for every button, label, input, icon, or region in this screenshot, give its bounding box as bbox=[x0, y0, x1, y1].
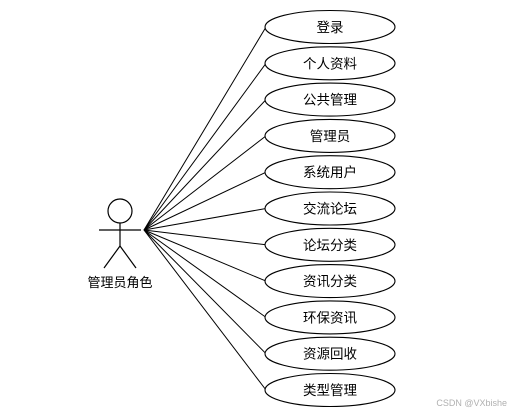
use-case-label: 公共管理 bbox=[303, 93, 357, 109]
use-case: 公共管理 bbox=[264, 82, 396, 117]
use-case: 资源回收 bbox=[264, 336, 396, 371]
association-line bbox=[143, 229, 267, 391]
association-line bbox=[143, 229, 267, 282]
use-case: 交流论坛 bbox=[264, 191, 396, 226]
use-case: 管理员 bbox=[264, 118, 396, 153]
association-line bbox=[143, 99, 267, 231]
use-case: 个人资料 bbox=[264, 46, 396, 81]
association-line bbox=[143, 63, 267, 231]
actor-label: 管理员角色 bbox=[87, 276, 153, 291]
use-case: 环保资讯 bbox=[264, 300, 396, 335]
association-line bbox=[143, 26, 267, 231]
use-case-label: 资源回收 bbox=[303, 347, 357, 363]
association-line bbox=[143, 229, 267, 355]
use-case-ellipse bbox=[264, 118, 396, 153]
association-line bbox=[143, 135, 267, 231]
association-line bbox=[143, 229, 267, 246]
use-case-ellipse bbox=[264, 300, 396, 335]
association-line bbox=[143, 171, 267, 231]
use-case: 系统用户 bbox=[264, 155, 396, 190]
use-case-label: 个人资料 bbox=[303, 56, 357, 72]
actor-right-leg bbox=[119, 245, 137, 269]
use-case: 论坛分类 bbox=[264, 227, 396, 262]
actor-stick-figure bbox=[99, 198, 141, 269]
association-line bbox=[143, 208, 267, 231]
use-case-label: 管理员 bbox=[310, 129, 351, 145]
actor-head bbox=[107, 198, 133, 224]
use-case-list: 登录个人资料公共管理管理员系统用户交流论坛论坛分类资讯分类环保资讯资源回收类型管… bbox=[264, 9, 396, 408]
use-case-label: 系统用户 bbox=[303, 164, 357, 181]
use-case-label: 资讯分类 bbox=[303, 274, 357, 290]
association-line bbox=[143, 229, 267, 318]
use-case-label: 交流论坛 bbox=[303, 201, 357, 218]
actor-left-leg bbox=[103, 245, 121, 269]
use-case-ellipse bbox=[264, 191, 396, 226]
use-case-label: 环保资讯 bbox=[303, 310, 357, 326]
use-case-ellipse bbox=[264, 264, 396, 299]
use-case-ellipse bbox=[264, 155, 396, 190]
use-case-ellipse bbox=[264, 336, 396, 371]
use-case: 登录 bbox=[264, 9, 396, 45]
use-case-label: 论坛分类 bbox=[303, 238, 357, 254]
use-case: 类型管理 bbox=[264, 372, 396, 408]
association-lines bbox=[143, 26, 267, 391]
watermark-text: CSDN @VXbishe bbox=[436, 398, 507, 408]
use-case-ellipse bbox=[264, 372, 396, 408]
use-case: 资讯分类 bbox=[264, 264, 396, 299]
use-case-ellipse bbox=[264, 82, 396, 117]
use-case-ellipse bbox=[264, 46, 396, 81]
use-case-ellipse bbox=[264, 227, 396, 262]
use-case-label: 登录 bbox=[317, 20, 344, 36]
use-case-label: 类型管理 bbox=[303, 383, 357, 399]
use-case-ellipse bbox=[264, 9, 396, 45]
